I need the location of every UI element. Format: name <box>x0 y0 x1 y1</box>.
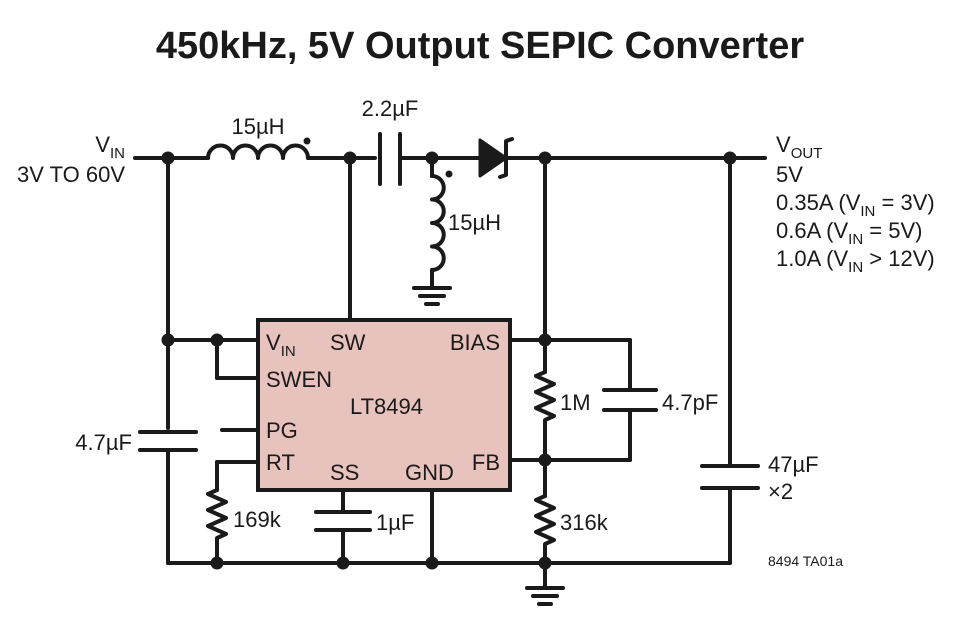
pin-fb: FB <box>472 450 500 475</box>
ground-symbol-main <box>525 586 565 606</box>
inductor-l1-label: 15µH <box>231 114 284 139</box>
ground-symbol-l2 <box>412 286 452 306</box>
resistor-bottom-label: 316k <box>560 510 609 535</box>
pin-bias: BIAS <box>450 330 500 355</box>
capacitor-output-count: ×2 <box>768 479 793 504</box>
capacitor-coupling-label: 2.2µF <box>362 96 419 121</box>
schottky-diode <box>478 137 522 179</box>
output-voltage-value: 5V <box>776 162 803 187</box>
pin-swen: SWEN <box>266 367 332 392</box>
inductor-l1 <box>206 143 310 160</box>
capacitor-ss-label: 1µF <box>376 510 414 535</box>
resistor-top <box>534 370 556 430</box>
inductor-l2-polarity-dot <box>445 170 453 178</box>
wires <box>133 156 767 590</box>
output-current-line-1: 0.35A (VIN = 3V) <box>776 190 935 220</box>
output-current-line-3: 1.0A (VIN > 12V) <box>776 246 935 276</box>
capacitor-output-value: 47µF <box>768 452 819 477</box>
figure-id: 8494 TA01a <box>768 553 843 569</box>
output-voltage-label: VOUT <box>776 132 822 162</box>
pin-pg: PG <box>266 418 298 443</box>
diagram-title: 450kHz, 5V Output SEPIC Converter <box>156 25 804 67</box>
inductor-l2-label: 15µH <box>448 210 501 235</box>
pin-rt: RT <box>266 450 295 475</box>
capacitor-input-label: 4.7µF <box>75 430 132 455</box>
pin-ss: SS <box>330 460 359 485</box>
input-range-label: 3V TO 60V <box>17 162 125 187</box>
ic-name: LT8494 <box>350 394 423 419</box>
output-current-line-2: 0.6A (VIN = 5V) <box>776 218 922 248</box>
junction-dots <box>161 151 737 570</box>
inductor-l2 <box>430 174 446 272</box>
pin-vin: VIN <box>266 330 296 360</box>
pin-gnd: GND <box>405 460 454 485</box>
ic-lt8494 <box>256 318 512 492</box>
resistor-top-label: 1M <box>560 390 591 415</box>
inductor-l1-polarity-dot <box>303 137 311 145</box>
input-voltage-label: VIN <box>95 132 125 162</box>
capacitor-feedforward-label: 4.7pF <box>662 390 718 415</box>
resistor-bottom <box>534 494 556 550</box>
resistor-rt-label: 169k <box>233 507 282 532</box>
pin-sw: SW <box>330 330 366 355</box>
resistor-rt <box>206 488 228 548</box>
